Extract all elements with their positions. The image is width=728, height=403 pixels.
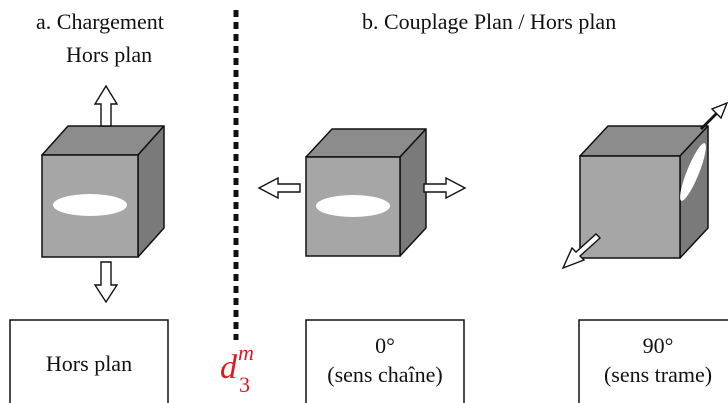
left-arrow-icon xyxy=(257,176,301,200)
warp-direction-label: (sens chaîne) xyxy=(327,362,442,387)
panel-a-title-line1: a. Chargement xyxy=(36,9,164,34)
warp-label-box xyxy=(305,319,465,403)
out-of-plane-label-box xyxy=(9,319,169,403)
weft-angle-label: 90° xyxy=(643,333,674,358)
ellipse-defect xyxy=(680,143,706,201)
out-of-plane-label: Hors plan xyxy=(46,351,132,376)
weft-direction-label: (sens trame) xyxy=(604,362,712,387)
warp-angle-label: 0° xyxy=(375,333,395,358)
right-arrow-icon xyxy=(423,176,467,200)
panel-b-title: b. Couplage Plan / Hors plan xyxy=(362,9,616,34)
ellipse-defect xyxy=(316,195,390,217)
panel-a-title-line2: Hors plan xyxy=(66,42,152,67)
weft-label-box xyxy=(578,319,728,403)
cube-warp-direction xyxy=(305,128,427,257)
diagonal-arrow-icon xyxy=(700,101,728,130)
damage-subscript: 3 xyxy=(239,372,250,397)
up-arrow-icon xyxy=(93,84,119,127)
ellipse-defect xyxy=(53,194,127,216)
cube-weft-direction xyxy=(579,125,709,259)
damage-symbol: d xyxy=(220,349,238,386)
damage-variable-label: d m 3 xyxy=(220,340,254,397)
down-arrow-icon xyxy=(93,261,119,304)
cube-out-of-plane xyxy=(41,125,165,258)
damage-superscript: m xyxy=(238,340,254,365)
diagonal-arrow-icon xyxy=(561,233,602,270)
